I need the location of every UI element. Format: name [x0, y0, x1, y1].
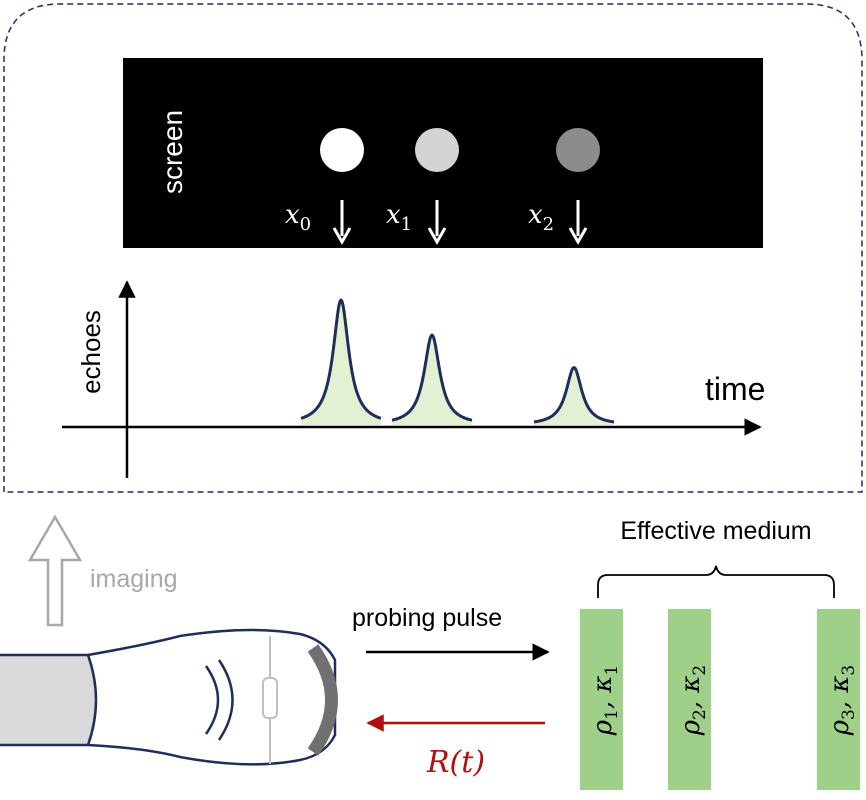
response-label: R(t)	[426, 745, 485, 780]
screen-dot-0	[320, 128, 364, 172]
screen-dots: x0 x1 x2	[285, 128, 600, 246]
medium-slab-1	[668, 609, 711, 790]
echo-peaks	[300, 298, 615, 425]
slab-label-0: ρ1, κ1	[588, 665, 622, 737]
screen-dot-1	[415, 128, 459, 172]
medium-slabs: ρ1, κ1 ρ2, κ2 ρ3, κ3	[580, 609, 860, 790]
medium-title: Effective medium	[620, 517, 811, 545]
peak-curve-0	[300, 298, 382, 420]
down-arrow-icon-0	[332, 200, 352, 246]
position-label-0: x0	[285, 200, 311, 235]
x-axis-label: time	[705, 371, 765, 407]
probe-handle	[0, 655, 96, 745]
y-axis-label: echoes	[76, 310, 106, 394]
probe-element	[262, 677, 278, 719]
peak-curve-2	[533, 366, 615, 424]
transducer-probe-icon	[0, 628, 338, 766]
slab-label-2: ρ3, κ3	[825, 665, 859, 737]
probe-face	[307, 644, 338, 756]
imaging-label: imaging	[90, 565, 178, 593]
down-arrow-icon-1	[427, 200, 447, 246]
screen-dot-2	[556, 128, 600, 172]
peak-fill-2	[534, 367, 614, 425]
peak-fill-0	[301, 300, 381, 425]
echo-plot: echoes time	[62, 280, 765, 478]
wave-arc-outer	[217, 659, 234, 741]
imaging-panel-border	[3, 3, 863, 493]
medium-slab-0	[580, 609, 623, 790]
medium-brace	[597, 565, 835, 598]
probing-pulse-label: probing pulse	[352, 604, 502, 632]
position-label-2: x2	[528, 200, 554, 235]
slab-label-1: ρ2, κ2	[676, 665, 710, 737]
peak-curve-1	[391, 333, 473, 422]
medium-slab-2	[817, 609, 860, 790]
screen-label: screen	[157, 110, 188, 194]
wave-arc-inner	[204, 665, 220, 735]
imaging-arrow-icon	[27, 514, 83, 627]
position-label-1: x1	[386, 200, 412, 235]
down-arrow-icon-2	[568, 200, 588, 246]
peak-fill-1	[392, 335, 472, 425]
probe-handle-edge	[86, 654, 98, 746]
